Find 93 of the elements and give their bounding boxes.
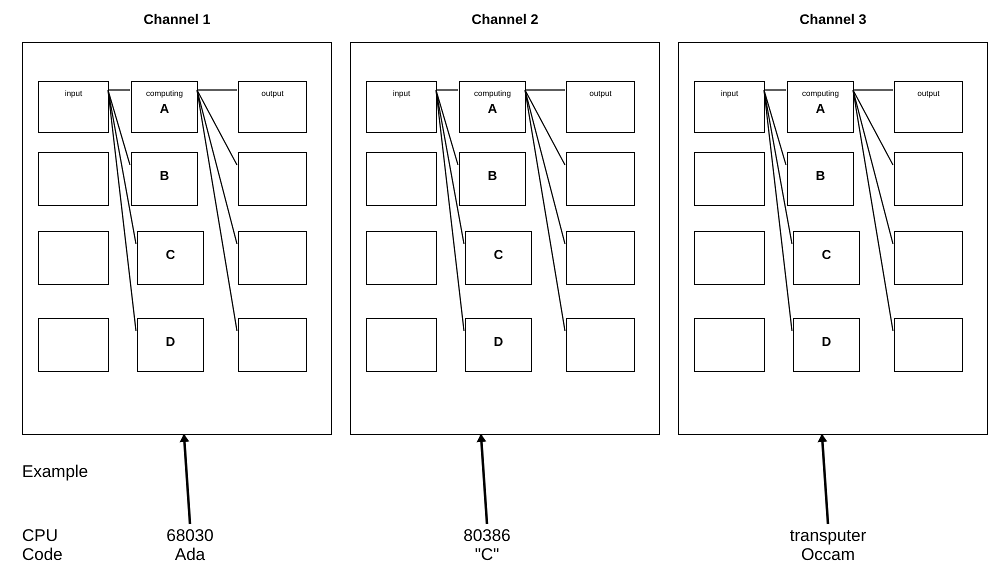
process-box bbox=[38, 81, 109, 133]
empty-box bbox=[894, 152, 963, 206]
process-box bbox=[366, 81, 437, 133]
arrow bbox=[476, 434, 488, 524]
box-letter: C bbox=[822, 248, 832, 261]
connector-line bbox=[107, 90, 131, 166]
process-box bbox=[793, 318, 860, 372]
connector-line bbox=[107, 90, 137, 332]
empty-box bbox=[38, 152, 109, 206]
box-label: output bbox=[261, 90, 284, 98]
cpu-code-label: 68030 bbox=[166, 526, 214, 545]
process-box bbox=[465, 318, 532, 372]
box-letter: D bbox=[494, 335, 504, 348]
process-box bbox=[694, 81, 765, 133]
box-letter: B bbox=[160, 169, 170, 182]
connector-line bbox=[196, 90, 238, 332]
box-letter: A bbox=[816, 102, 826, 115]
box-letter: D bbox=[822, 335, 832, 348]
cpu-code-label: 80386 bbox=[463, 526, 511, 545]
row-label: Example bbox=[22, 462, 88, 481]
process-box bbox=[137, 231, 204, 285]
arrow bbox=[817, 434, 830, 524]
connector-line bbox=[852, 90, 894, 332]
process-box bbox=[137, 318, 204, 372]
connector-line bbox=[435, 90, 459, 166]
box-label: output bbox=[917, 90, 940, 98]
empty-box bbox=[238, 231, 307, 285]
process-box bbox=[793, 231, 860, 285]
empty-box bbox=[894, 318, 963, 372]
connector-line bbox=[763, 90, 787, 166]
box-label: output bbox=[589, 90, 612, 98]
process-box bbox=[787, 152, 854, 206]
box-letter: D bbox=[166, 335, 176, 348]
connector-line bbox=[763, 90, 793, 332]
box-label: input bbox=[64, 90, 82, 98]
empty-box bbox=[238, 318, 307, 372]
empty-box bbox=[38, 318, 109, 372]
process-box bbox=[131, 152, 198, 206]
connector-line bbox=[853, 89, 893, 91]
empty-box bbox=[694, 152, 765, 206]
empty-box bbox=[366, 318, 437, 372]
connector-line bbox=[196, 90, 238, 244]
empty-box bbox=[694, 231, 765, 285]
empty-box bbox=[894, 231, 963, 285]
empty-box bbox=[238, 152, 307, 206]
cpu-code-label: Occam bbox=[801, 545, 855, 564]
connector-line bbox=[436, 89, 458, 91]
row-label: Code bbox=[22, 545, 63, 564]
box-letter: A bbox=[488, 102, 498, 115]
empty-box bbox=[566, 231, 635, 285]
connector-line bbox=[435, 90, 465, 332]
box-letter: B bbox=[488, 169, 498, 182]
box-label: computing bbox=[146, 90, 183, 98]
empty-box bbox=[566, 318, 635, 372]
connector-line bbox=[524, 90, 566, 244]
empty-box bbox=[366, 152, 437, 206]
empty-box bbox=[366, 231, 437, 285]
channel-title: Channel 3 bbox=[798, 10, 868, 29]
box-label: input bbox=[720, 90, 738, 98]
connector-line bbox=[524, 90, 566, 332]
box-label: computing bbox=[474, 90, 511, 98]
channel-title: Channel 2 bbox=[470, 10, 540, 29]
empty-box bbox=[566, 152, 635, 206]
process-box bbox=[566, 81, 635, 133]
box-letter: C bbox=[494, 248, 504, 261]
connector-line bbox=[852, 90, 894, 166]
connector-line bbox=[197, 89, 237, 91]
process-box bbox=[787, 81, 854, 133]
arrow bbox=[179, 434, 192, 524]
connector-line bbox=[196, 90, 238, 166]
box-label: computing bbox=[802, 90, 839, 98]
connector-line bbox=[852, 90, 894, 244]
process-box bbox=[131, 81, 198, 133]
box-letter: C bbox=[166, 248, 176, 261]
empty-box bbox=[38, 231, 109, 285]
cpu-code-label: transputer bbox=[790, 526, 866, 545]
box-label: input bbox=[392, 90, 410, 98]
connector-line bbox=[108, 89, 130, 91]
connector-line bbox=[764, 89, 786, 91]
channel-title: Channel 1 bbox=[142, 10, 212, 29]
process-box bbox=[238, 81, 307, 133]
process-box bbox=[459, 81, 526, 133]
cpu-code-label: "C" bbox=[474, 545, 500, 564]
process-box bbox=[459, 152, 526, 206]
empty-box bbox=[694, 318, 765, 372]
box-letter: A bbox=[160, 102, 170, 115]
process-box bbox=[465, 231, 532, 285]
connector-line bbox=[525, 89, 565, 91]
row-label: CPU bbox=[22, 526, 58, 545]
process-box bbox=[894, 81, 963, 133]
box-letter: B bbox=[816, 169, 826, 182]
connector-line bbox=[524, 90, 566, 166]
cpu-code-label: Ada bbox=[174, 545, 206, 564]
